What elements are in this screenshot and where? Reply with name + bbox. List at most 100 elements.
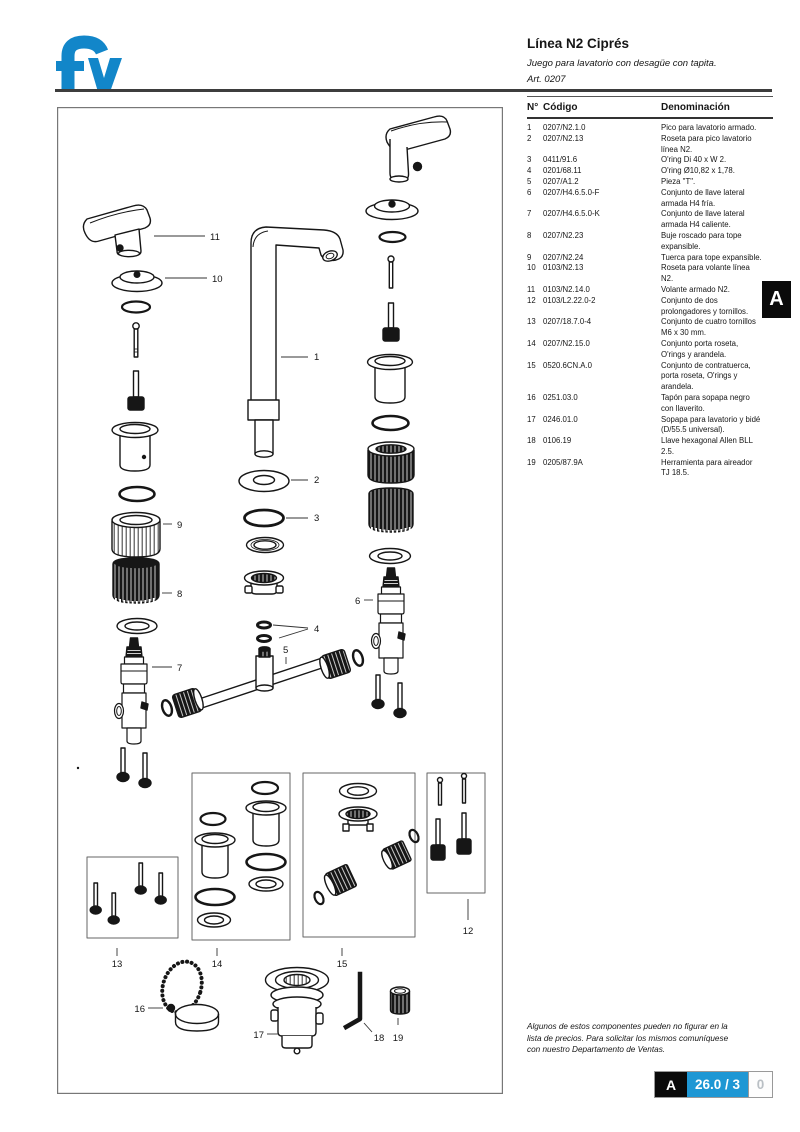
- cell-num: 7: [527, 209, 532, 219]
- cell-desc: Pieza "T".: [661, 176, 696, 186]
- article-number: Art. 0207: [527, 74, 566, 85]
- cell-code: 0207/H4.6.5.0-K: [543, 209, 600, 219]
- box-14-porta-roseta: [191, 772, 291, 941]
- cell-code: 0207/N2.24: [543, 252, 584, 262]
- part-allen-key-18: [342, 971, 363, 1031]
- part-roseta-left: [111, 270, 163, 293]
- part-washer-left: [116, 617, 158, 635]
- part-bolt-right: [382, 302, 400, 342]
- cell-num: 6: [527, 187, 532, 197]
- part-aerator-tool-19: [389, 986, 411, 1015]
- footer-note: Algunos de estos componentes pueden no f…: [527, 1022, 729, 1054]
- part-nut-knurled-9: [111, 511, 161, 558]
- box-12-prolongadores: [426, 772, 486, 894]
- part-oring-right-2: [371, 414, 410, 432]
- cell-desc: Roseta para pico lavatorio línea N2.: [661, 133, 752, 154]
- part-bushing-dark-8: [112, 557, 160, 607]
- exploded-diagram: 1 2 3 4 5 6 7 8 9 10 11 12 13 14 15 16 1…: [57, 107, 503, 1094]
- cell-code: 0103/N2.13: [543, 263, 584, 273]
- callout-14: 14: [212, 959, 223, 970]
- cell-num: 4: [527, 166, 532, 176]
- cell-num: 19: [527, 457, 536, 467]
- cell-code: 0246.01.0: [543, 414, 578, 424]
- part-spout-1: [247, 226, 344, 458]
- fv-logo: [56, 35, 122, 92]
- part-washer-right: [368, 547, 412, 565]
- page-title: Línea N2 Ciprés: [527, 36, 630, 51]
- table-rule-header: [527, 117, 773, 119]
- part-screws-left-pair: [116, 747, 152, 789]
- cell-desc: Tapón para sopapa negro con llaverito.: [661, 392, 750, 413]
- cell-code: 0103/L2.22.0-2: [543, 295, 596, 305]
- part-drain-17: [264, 966, 330, 1055]
- cell-desc: Herramienta para aireador TJ 18.5.: [661, 457, 753, 478]
- part-oring-left-1: [120, 300, 152, 314]
- part-orings-4: [256, 620, 272, 643]
- part-flanged-nut-mid: [243, 570, 285, 595]
- cell-code: 0411/91.6: [543, 155, 578, 165]
- part-washer-2: [238, 469, 290, 493]
- print-dot: [76, 766, 80, 770]
- part-handle-left: [82, 204, 152, 258]
- fv-logo-mark: [56, 35, 122, 92]
- table-row: 15 0520.6CN.A.0 Conjunto de contratuerca, …: [527, 361, 773, 393]
- part-screw-left: [132, 322, 140, 358]
- callout-8: 8: [177, 589, 182, 600]
- part-cap-16: [160, 959, 220, 1032]
- callout-5: 5: [283, 645, 288, 656]
- part-bushing-right: [366, 353, 414, 404]
- cell-desc: Conjunto de contratuerca, porta roseta, …: [661, 360, 751, 392]
- cell-num: 15: [527, 360, 536, 370]
- cell-code: 0207/18.7.0-4: [543, 317, 592, 327]
- table-header: N° Código Denominación: [527, 97, 773, 117]
- cell-desc: Sopapa para lavatorio y bidé (D/55.5 uni…: [661, 414, 761, 435]
- cell-num: 18: [527, 436, 536, 446]
- cell-code: 0251.03.0: [543, 392, 578, 402]
- callout-13: 13: [112, 959, 123, 970]
- cell-num: 10: [527, 263, 536, 273]
- part-oring-3: [243, 508, 285, 528]
- part-screws-right-pair: [371, 674, 407, 719]
- cell-desc: O'ring Di 40 x W 2.: [661, 155, 727, 165]
- cell-code: 0201/68.11: [543, 166, 582, 176]
- cell-num: 11: [527, 284, 536, 294]
- part-tee-5: [160, 646, 365, 719]
- page-subtitle: Juego para lavatorio con desagüe con tap…: [527, 58, 717, 69]
- cell-desc: Conjunto porta roseta, O'rings y arandel…: [661, 338, 739, 359]
- cell-desc: Pico para lavatorio armado.: [661, 122, 757, 132]
- cell-code: 0205/87.9A: [543, 457, 583, 467]
- cell-desc: Conjunto de llave lateral armada H4 cali…: [661, 209, 745, 230]
- cell-desc: Conjunto de cuatro tornillos M6 x 30 mm.: [661, 317, 756, 338]
- col-header-name: Denominación: [661, 102, 730, 114]
- badge-extra: 0: [748, 1072, 773, 1097]
- cell-code: 0207/N2.1.0: [543, 122, 586, 132]
- callout-10: 10: [212, 274, 223, 285]
- callout-16: 16: [134, 1004, 145, 1015]
- callout-3: 3: [314, 513, 319, 524]
- cell-desc: Conjunto de llave lateral armada H4 fría…: [661, 187, 745, 208]
- cell-desc: Buje roscado para tope expansible.: [661, 230, 742, 251]
- cell-code: 0103/N2.14.0: [543, 284, 590, 294]
- cell-code: 0520.6CN.A.0: [543, 360, 592, 370]
- callout-6: 6: [355, 596, 360, 607]
- part-bolt-left: [127, 370, 145, 411]
- callout-15: 15: [337, 959, 348, 970]
